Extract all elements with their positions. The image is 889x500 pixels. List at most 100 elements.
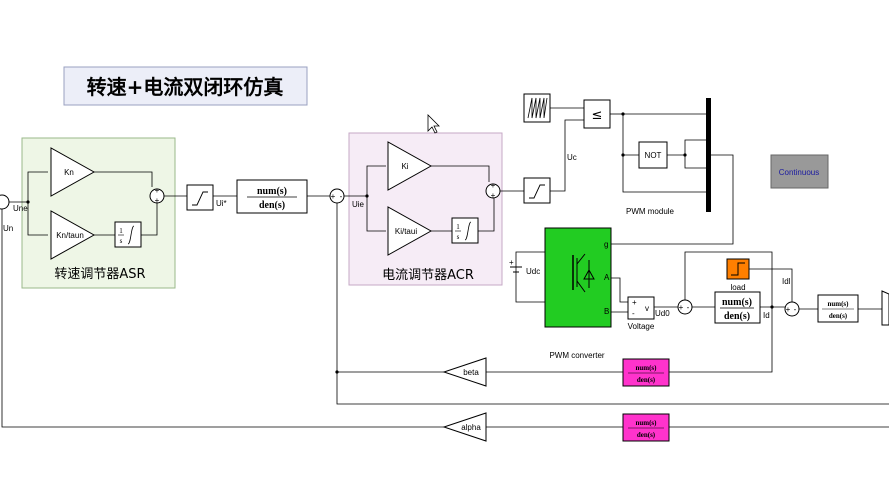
signal-uie-label: Uie bbox=[352, 200, 365, 209]
mux-bar[interactable] bbox=[706, 98, 711, 212]
wire-dc-source bbox=[515, 251, 545, 303]
wire-ki-to-sum bbox=[431, 165, 490, 182]
wire-int-to-sum bbox=[478, 198, 495, 232]
signal-udc-label: Udc bbox=[526, 267, 540, 276]
tf1-den: den(s) bbox=[259, 200, 285, 211]
tf2-den: den(s) bbox=[724, 311, 750, 322]
tf3-den: den(s) bbox=[829, 312, 848, 320]
pwm-module-label: PWM module bbox=[626, 207, 675, 216]
beta-label: beta bbox=[463, 368, 479, 377]
wire-to-mux-4 bbox=[622, 155, 706, 193]
powergui-block[interactable] bbox=[770, 154, 829, 189]
tf-block-alpha-filter[interactable] bbox=[622, 413, 670, 442]
wire-to-mux-2 bbox=[684, 139, 706, 155]
sawtooth-glyph bbox=[527, 97, 548, 119]
wire-int-to-sum bbox=[141, 203, 158, 236]
integral-glyph bbox=[127, 225, 135, 245]
wire-to-kn bbox=[27, 171, 48, 202]
load-label: load bbox=[730, 283, 745, 292]
gain-kn[interactable] bbox=[50, 147, 96, 197]
asr-area bbox=[21, 137, 176, 289]
signal-idl-label: Idl bbox=[782, 277, 791, 286]
csum-minus: - bbox=[794, 305, 797, 314]
speed-error-sum[interactable] bbox=[0, 194, 10, 210]
integral-glyph bbox=[464, 221, 472, 241]
pwm-converter-block[interactable] bbox=[544, 227, 612, 328]
signal-ui-star-label: Ui* bbox=[216, 199, 227, 208]
gain-kn-label: Kn bbox=[64, 168, 74, 177]
signal-une-label: Une bbox=[13, 204, 28, 213]
port-g-label: g bbox=[604, 240, 608, 249]
igbt-glyph bbox=[576, 253, 586, 293]
wire-feedback-lower bbox=[336, 372, 889, 405]
not-label: NOT bbox=[645, 151, 662, 160]
gain-ki-taui-label: Ki/taui bbox=[395, 227, 417, 236]
wire-current-feedback-top bbox=[684, 251, 773, 307]
gain-alpha[interactable] bbox=[442, 412, 487, 442]
asr-integrator[interactable] bbox=[114, 221, 142, 248]
tf-block-armature[interactable] bbox=[714, 291, 761, 324]
gain-kn-taun[interactable] bbox=[50, 210, 96, 260]
tf3-num: num(s) bbox=[827, 300, 849, 308]
tf4-den: den(s) bbox=[637, 376, 656, 384]
signal-id-label: Id bbox=[763, 311, 770, 320]
tf-block-mechanical[interactable] bbox=[817, 294, 859, 323]
dc-plus-sign: + bbox=[509, 258, 514, 267]
signal-uc-label: Uc bbox=[567, 153, 577, 162]
relational-operator[interactable] bbox=[583, 99, 611, 129]
wire-a-to-vmeas bbox=[611, 277, 628, 303]
signal-un-label: Un bbox=[3, 224, 13, 233]
acr-sum-plus: + bbox=[331, 192, 336, 201]
asr-int-num: 1 bbox=[119, 227, 123, 235]
wire-id-to-beta-tf bbox=[669, 307, 773, 373]
tf-block-1[interactable] bbox=[236, 179, 308, 214]
title-box bbox=[63, 66, 308, 106]
vmeas-v: v bbox=[645, 304, 649, 313]
diagram-title: 转速+电流双闭环仿真 bbox=[87, 75, 284, 99]
tf4-num: num(s) bbox=[635, 364, 657, 372]
vmeas-plus: + bbox=[632, 298, 637, 307]
asr-int-den: s bbox=[120, 237, 123, 245]
vsum-plus: + bbox=[679, 303, 684, 312]
gain-kn-taun-label: Kn/taun bbox=[56, 231, 84, 240]
mouse-cursor-icon bbox=[427, 114, 440, 134]
saturation-glyph bbox=[192, 191, 208, 206]
voltage-measurement[interactable] bbox=[627, 296, 655, 320]
asr-sum-plus-1: + bbox=[155, 186, 160, 195]
gain-ki[interactable] bbox=[387, 141, 433, 191]
tf5-den: den(s) bbox=[637, 431, 656, 439]
wire-kn-to-sum bbox=[94, 171, 153, 187]
voltage-label: Voltage bbox=[628, 322, 655, 331]
asr-saturation[interactable] bbox=[186, 184, 214, 211]
saturation-glyph bbox=[529, 184, 545, 199]
tf1-num: num(s) bbox=[257, 186, 287, 197]
wire-load bbox=[749, 268, 793, 302]
powergui-label: Continuous bbox=[779, 168, 819, 177]
output-gain-partial[interactable] bbox=[881, 290, 889, 326]
acr-area bbox=[348, 132, 503, 286]
wire-to-ki bbox=[366, 165, 386, 196]
acr-int-den: s bbox=[457, 233, 460, 241]
vmeas-minus: - bbox=[632, 309, 635, 318]
tf-block-beta-filter[interactable] bbox=[622, 358, 670, 387]
tf5-num: num(s) bbox=[635, 419, 657, 427]
port-a-label: A bbox=[604, 273, 610, 282]
wire-mux-to-g bbox=[611, 154, 734, 245]
wire-to-not bbox=[622, 114, 639, 156]
compare-symbol: ≤ bbox=[592, 108, 603, 123]
gain-ki-taui[interactable] bbox=[387, 206, 433, 256]
acr-sum-minus: - bbox=[340, 192, 343, 201]
csum-plus: + bbox=[786, 305, 791, 314]
acr-out-sum-plus-1: + bbox=[491, 181, 496, 190]
wire-to-kn-taun bbox=[27, 202, 48, 236]
wire-to-ki-taui bbox=[366, 196, 386, 232]
wire-alpha-to-sum bbox=[1, 209, 444, 428]
acr-integrator[interactable] bbox=[451, 217, 479, 244]
gain-beta[interactable] bbox=[442, 357, 487, 387]
port-b-label: B bbox=[604, 307, 609, 316]
asr-label: 转速调节器ASR bbox=[54, 267, 145, 282]
asr-sum-plus-2: + bbox=[155, 196, 160, 205]
not-gate[interactable] bbox=[638, 141, 668, 169]
acr-int-num: 1 bbox=[456, 223, 460, 231]
acr-label: 电流调节器ACR bbox=[382, 268, 474, 283]
